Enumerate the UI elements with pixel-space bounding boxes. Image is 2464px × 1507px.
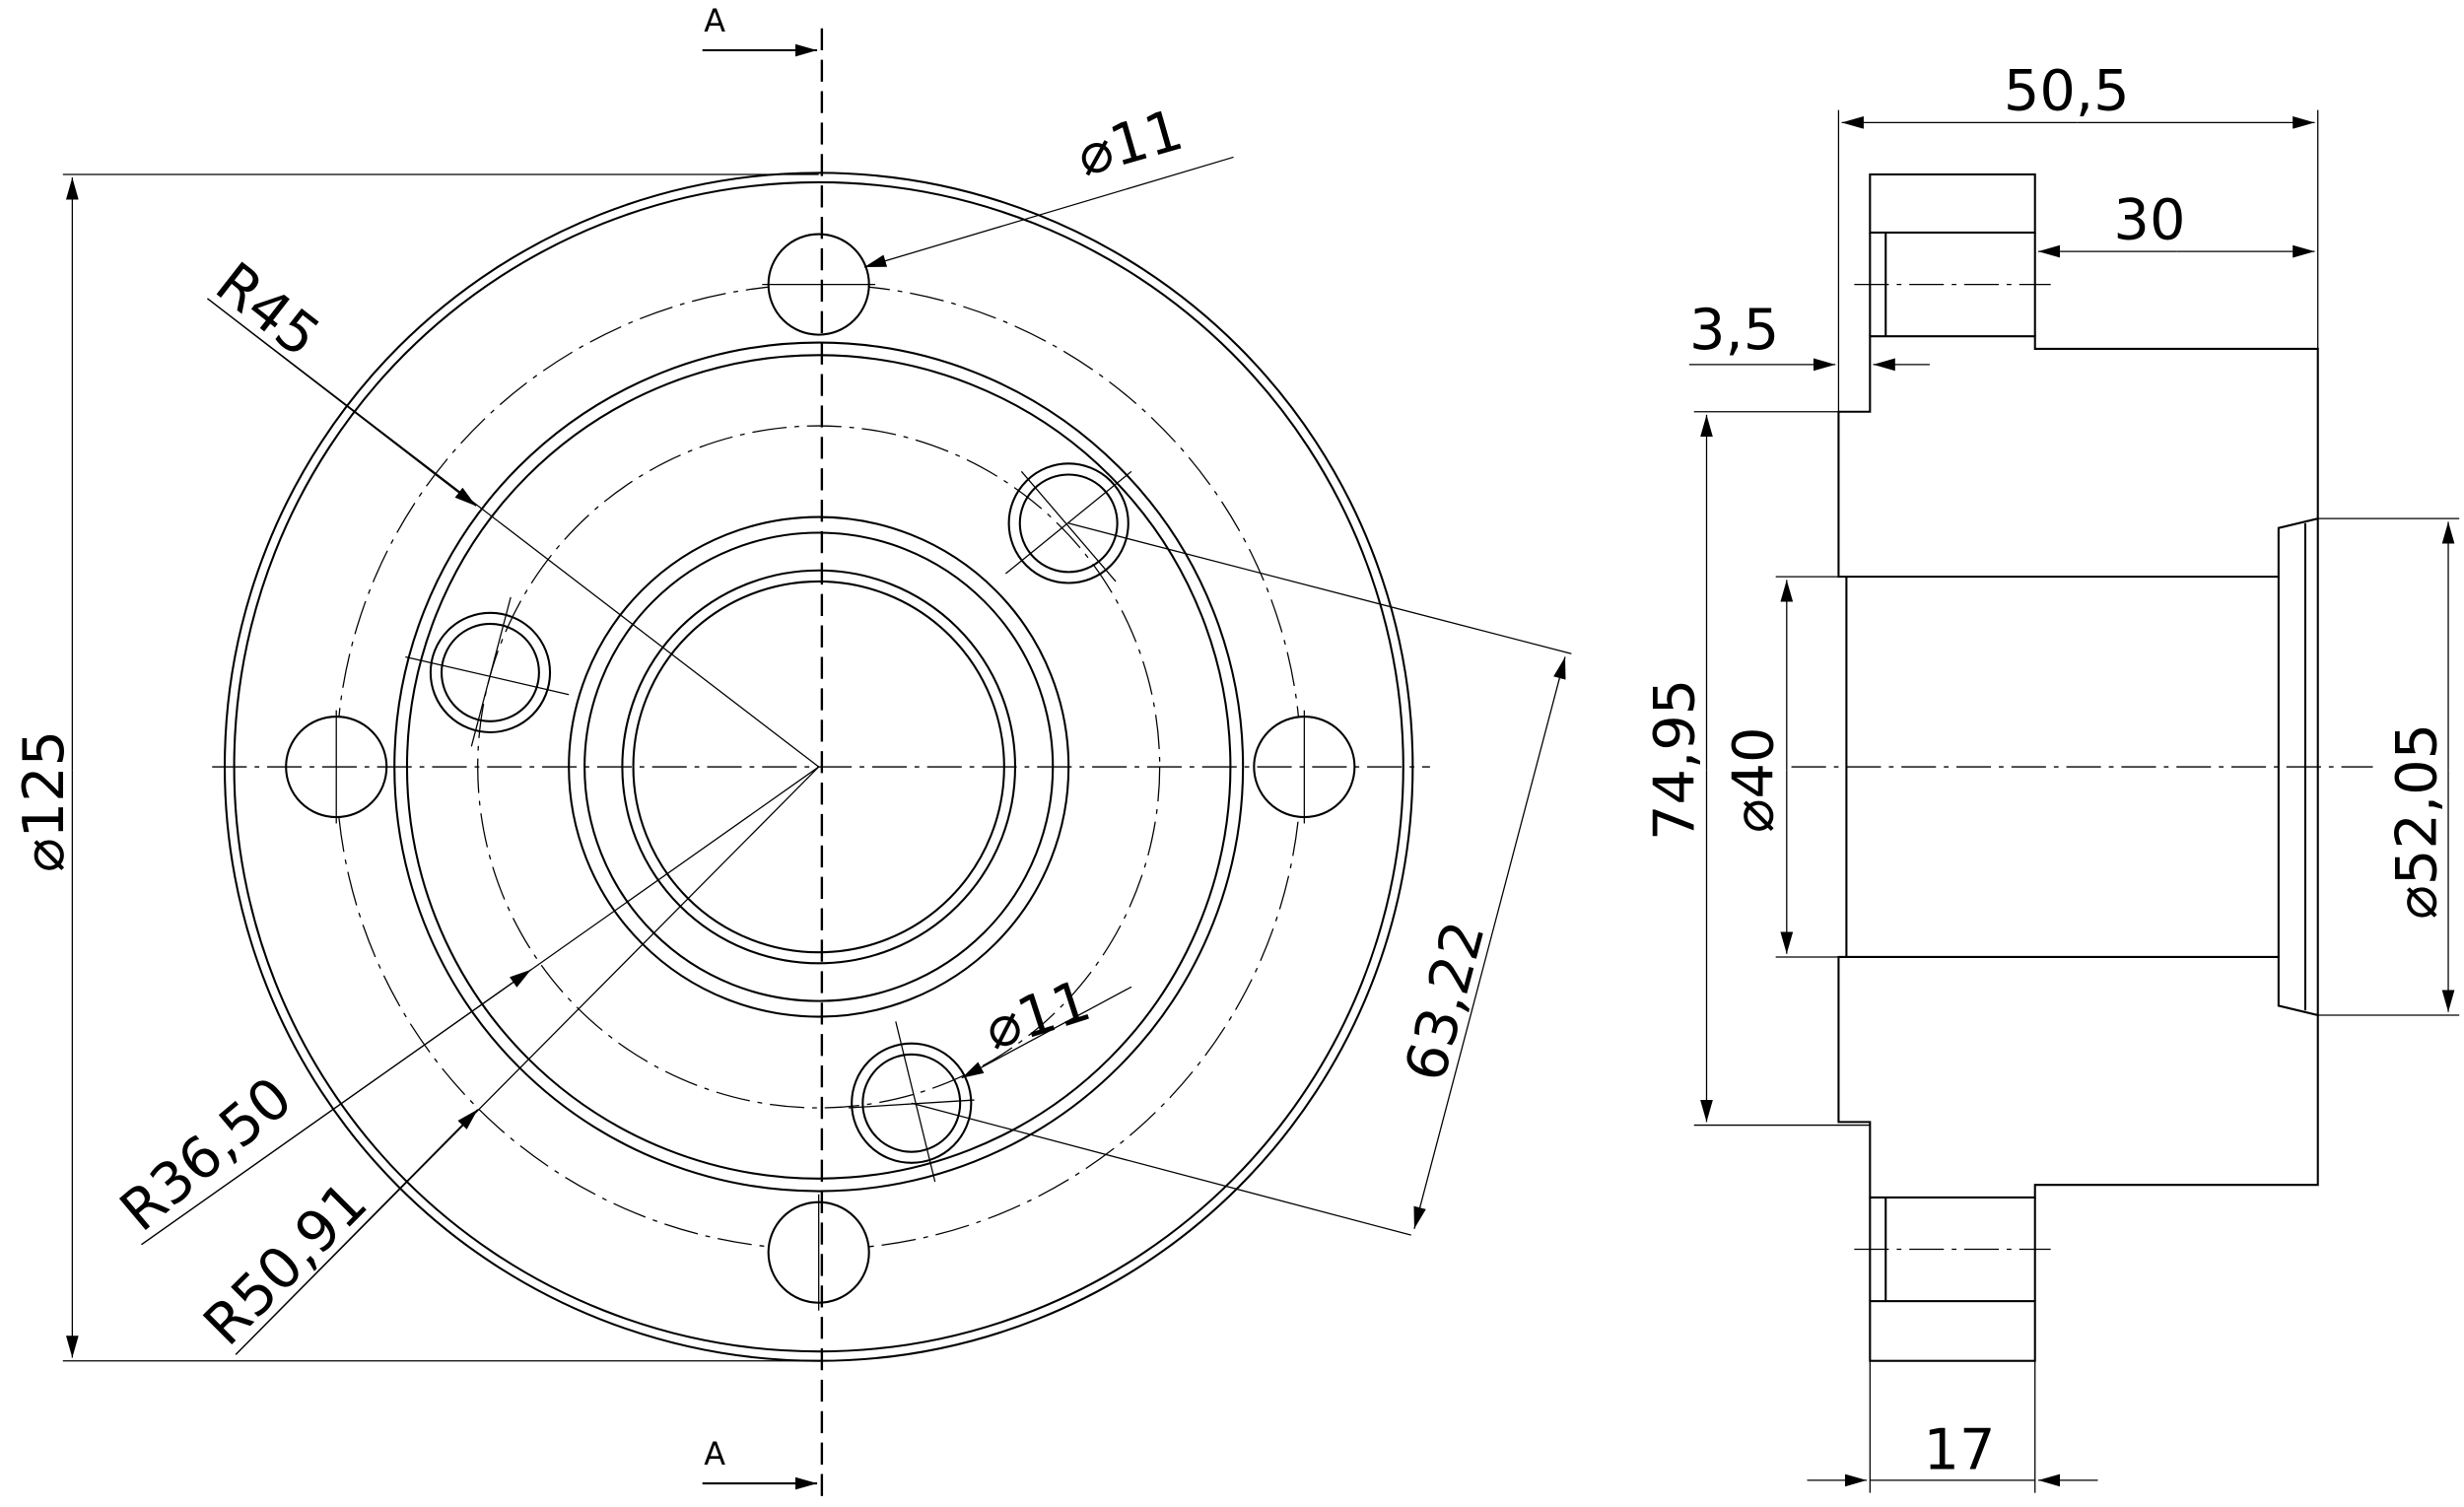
- section-mark-bottom: A: [704, 1435, 725, 1473]
- front-view: A A ⌀11 R45 ⌀125 R36,50 R50,91 ⌀11 63,22: [11, 2, 1572, 1501]
- body-bottom-section: [1837, 955, 2319, 1199]
- small-holes: [405, 462, 1132, 1183]
- dim-bore-dia: ⌀40: [1720, 726, 1786, 833]
- bolt-holes: [285, 233, 1356, 1311]
- dim-hole-dia-bottom: ⌀11: [977, 967, 1098, 1062]
- section-view: 50,5 30 3,5 74,95 ⌀40 ⌀52,05 17: [1642, 58, 2460, 1493]
- section-mark-top: A: [704, 2, 725, 39]
- dim-outer-dia: ⌀125: [11, 730, 77, 872]
- dim-hole-spacing: 63,22: [1392, 915, 1497, 1088]
- dim-r36-50: R36,50: [107, 1064, 304, 1245]
- dim-recess-dia: 74,95: [1642, 679, 1708, 841]
- dim-hub-length: 30: [2113, 186, 2185, 252]
- dim-flange-thickness: 17: [1924, 1417, 1996, 1483]
- dim-r50-91: R50,91: [191, 1169, 380, 1358]
- flange-top-section: [1869, 172, 2036, 235]
- dim-counterbore-dia: ⌀52,05: [2383, 723, 2449, 920]
- dim-r45: R45: [204, 249, 332, 370]
- dim-overall-length: 50,5: [2004, 58, 2130, 124]
- flange-bottom-section: [1869, 1300, 2036, 1362]
- dim-step: 3,5: [1689, 297, 1779, 363]
- body-top-section: [1837, 335, 2319, 579]
